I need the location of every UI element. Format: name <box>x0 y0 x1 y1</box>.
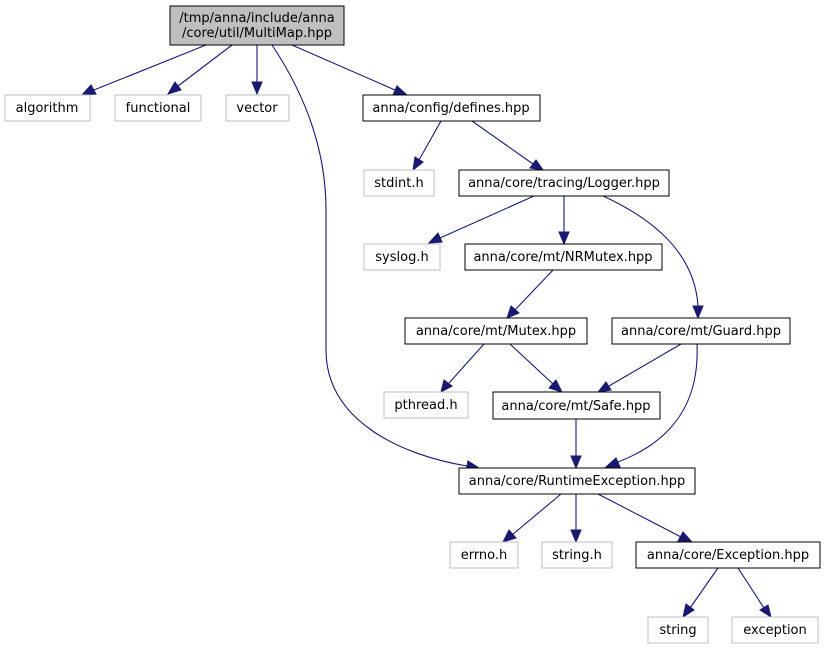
node-label: anna/core/Exception.hpp <box>647 548 809 563</box>
node-guard-hpp[interactable]: anna/core/mt/Guard.hpp <box>611 317 791 345</box>
node-label-line-1: /tmp/anna/include/anna <box>179 11 334 26</box>
edge-logger-to-nrmutex <box>558 196 570 246</box>
node-defines-hpp[interactable]: anna/config/defines.hpp <box>362 94 541 122</box>
edge-guard-to-safe <box>596 343 682 393</box>
node-exception-hpp[interactable]: anna/core/Exception.hpp <box>635 541 821 569</box>
node-label: syslog.h <box>375 250 428 265</box>
edge-nrmutex-to-mutex <box>506 269 554 319</box>
node-label: anna/core/RuntimeException.hpp <box>469 474 685 489</box>
node-errno-h[interactable]: errno.h <box>449 541 519 569</box>
node-nrmutex-hpp[interactable]: anna/core/mt/NRMutex.hpp <box>464 243 663 271</box>
node-label: pthread.h <box>394 398 457 413</box>
node-functional[interactable]: functional <box>114 94 202 122</box>
edge-logger-to-syslog <box>427 195 535 244</box>
edge-runtimeexception-to-exception-hpp <box>597 493 694 543</box>
node-exception[interactable]: exception <box>731 616 819 644</box>
edge-defines-to-logger <box>471 120 545 171</box>
node-algorithm[interactable]: algorithm <box>4 94 91 122</box>
node-label: anna/core/mt/NRMutex.hpp <box>473 250 652 265</box>
node-label: exception <box>743 623 807 638</box>
node-label: string <box>659 623 696 638</box>
node-runtimeexception-hpp[interactable]: anna/core/RuntimeException.hpp <box>458 467 696 495</box>
node-label: vector <box>236 101 278 116</box>
edge-multimap-to-defines <box>291 44 409 96</box>
edge-logger-to-guard <box>602 195 704 320</box>
edge-safe-to-runtimeexception <box>570 419 582 470</box>
node-label: anna/core/mt/Guard.hpp <box>621 324 781 339</box>
node-pthread-h[interactable]: pthread.h <box>383 391 469 419</box>
node-label: anna/core/mt/Safe.hpp <box>501 399 650 414</box>
node-label: string.h <box>552 548 602 563</box>
edge-mutex-to-safe <box>509 343 563 393</box>
edge-mutex-to-pthread <box>440 343 485 393</box>
node-string[interactable]: string <box>647 616 709 644</box>
edge-exception-hpp-to-string <box>682 567 719 619</box>
edge-multimap-to-vector <box>251 45 263 96</box>
node-label: anna/core/mt/Mutex.hpp <box>416 324 576 339</box>
edge-exception-hpp-to-exception <box>737 567 772 619</box>
edge-multimap-to-functional <box>166 44 233 95</box>
node-string-h[interactable]: string.h <box>541 541 613 569</box>
node-label-line-2: /core/util/MultiMap.hpp <box>182 26 332 41</box>
edge-multimap-to-algorithm <box>80 44 207 96</box>
node-label: anna/core/tracing/Logger.hpp <box>468 176 660 191</box>
node-vector[interactable]: vector <box>225 94 290 122</box>
node-safe-hpp[interactable]: anna/core/mt/Safe.hpp <box>492 391 661 420</box>
node-mutex-hpp[interactable]: anna/core/mt/Mutex.hpp <box>404 317 588 345</box>
edge-guard-to-runtimeexception <box>604 343 698 468</box>
edge-runtimeexception-to-errno <box>502 493 562 543</box>
node-label: functional <box>126 101 191 116</box>
node-label: stdint.h <box>374 176 423 191</box>
node-syslog-h[interactable]: syslog.h <box>363 243 441 271</box>
node-label: errno.h <box>461 548 508 563</box>
edge-defines-to-stdint <box>412 120 442 172</box>
node-label: anna/config/defines.hpp <box>372 101 529 116</box>
edge-runtimeexception-to-string-h <box>570 494 582 544</box>
node-logger-hpp[interactable]: anna/core/tracing/Logger.hpp <box>458 169 670 197</box>
node-multimap-hpp[interactable]: /tmp/anna/include/anna /core/util/MultiM… <box>169 5 345 46</box>
node-stdint-h[interactable]: stdint.h <box>363 169 435 197</box>
node-label: algorithm <box>16 101 79 116</box>
